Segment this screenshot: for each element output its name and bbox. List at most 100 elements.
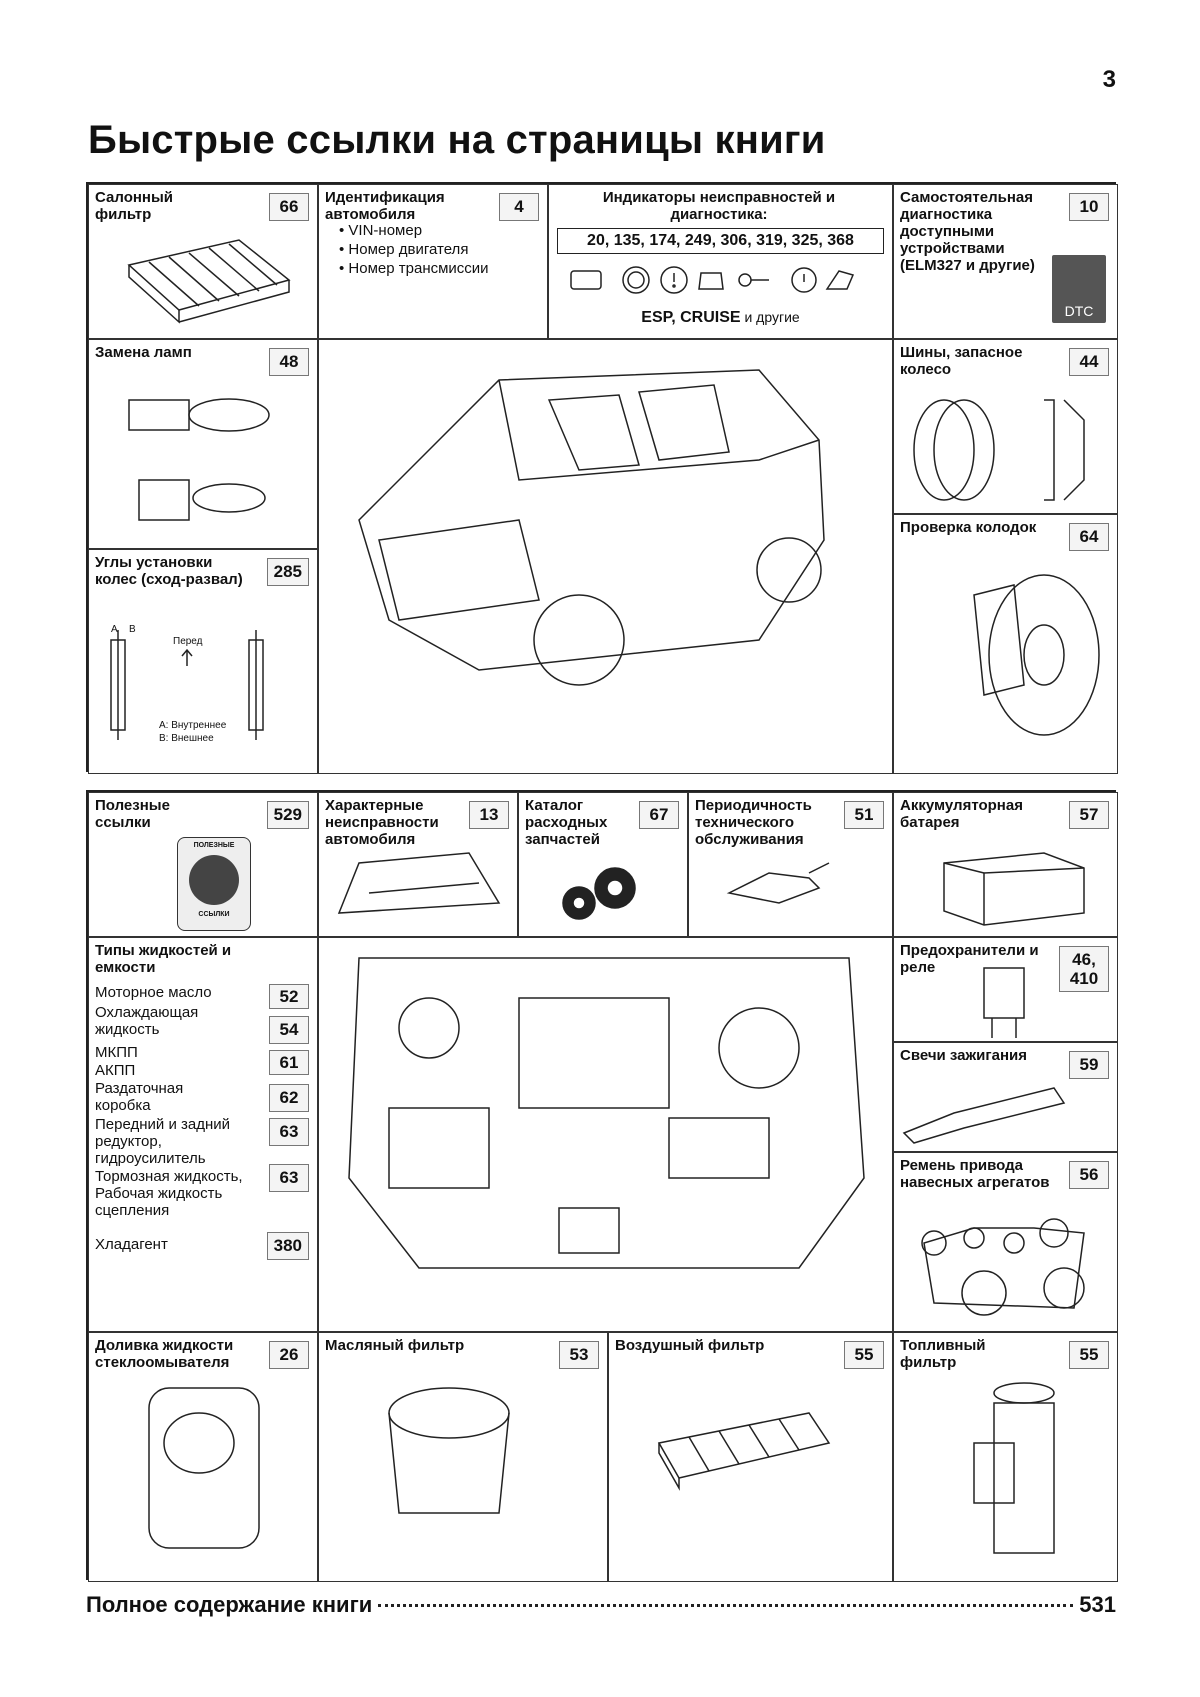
maintenance-label: Периодичность технического обслуживания (695, 797, 812, 848)
battery-page[interactable]: 57 (1069, 801, 1109, 829)
fluid-row-text: Охлаждающая жидкость (95, 1004, 199, 1038)
vehicle-id-item[interactable]: VIN-номер (339, 221, 489, 240)
fluid-row[interactable]: АКПП (95, 1062, 311, 1079)
fluid-row-page[interactable]: 52 (269, 984, 309, 1009)
engine-bay-illustration (348, 957, 865, 1269)
vehicle-id-cell[interactable]: Идентификация автомобиля 4 VIN-номер Ном… (318, 184, 548, 339)
lamps-page[interactable]: 48 (269, 348, 309, 376)
dtc-icon-text: DTC (1064, 303, 1094, 319)
washer-label: Доливка жидкости стеклоомывателя (95, 1337, 234, 1371)
fluid-row-page[interactable]: 54 (269, 1016, 309, 1044)
catalog-page[interactable]: 67 (639, 801, 679, 829)
oil-filter-page[interactable]: 53 (559, 1341, 599, 1369)
bottom-grid: Полезные ссылки 529 ПОЛЕЗНЫЕ ССЫЛКИ Хара… (86, 790, 1118, 1582)
fluid-row-page[interactable]: 62 (269, 1084, 309, 1112)
fluid-row-text: Раздаточная коробка (95, 1080, 184, 1114)
useful-links-page[interactable]: 529 (266, 801, 309, 829)
fuel-pump-illustration (973, 1382, 1055, 1554)
fluid-row[interactable]: Передний и задний редуктор, гидроусилите… (95, 1116, 245, 1167)
fluid-row-text: АКПП (95, 1062, 136, 1079)
battery-label: Аккумуляторная батарея (900, 797, 1023, 831)
top-grid: Салонный фильтр 66 Идентификация автомоб… (86, 182, 1118, 774)
washer-cell[interactable]: Доливка жидкости стеклоомывателя 26 (88, 1332, 318, 1582)
alignment-label: Углы установки колес (сход-развал) (95, 554, 243, 588)
fluid-row-text: МКПП (95, 1044, 138, 1061)
fluid-row[interactable]: Раздаточная коробка (95, 1080, 225, 1114)
characteristics-cell[interactable]: Характерные неисправности автомобиля 13 (318, 792, 518, 937)
vehicle-id-label: Идентификация автомобиля (325, 189, 445, 223)
fuse-illustration (983, 967, 1025, 1038)
self-diag-page[interactable]: 10 (1069, 193, 1109, 221)
pads-page[interactable]: 64 (1069, 523, 1109, 551)
fuel-filter-cell[interactable]: Топливный фильтр 55 (893, 1332, 1118, 1582)
fluid-row[interactable]: Тормозная жидкость, Рабочая жидкость сце… (95, 1168, 245, 1219)
useful-links-badge: ПОЛЕЗНЫЕ ССЫЛКИ (177, 837, 251, 931)
alignment-mark-b: В (129, 624, 136, 635)
lamps-label: Замена ламп (95, 344, 192, 361)
alignment-page[interactable]: 285 (266, 558, 309, 586)
cabin-filter-page[interactable]: 66 (269, 193, 309, 221)
fluid-row-page[interactable]: 63 (269, 1164, 309, 1192)
cabin-filter-label: Салонный фильтр (95, 189, 174, 223)
washer-reservoir-illustration (148, 1387, 260, 1549)
fuel-filter-page[interactable]: 55 (1069, 1341, 1109, 1369)
vehicle-id-page[interactable]: 4 (499, 193, 539, 221)
oil-filter-cell[interactable]: Масляный фильтр 53 (318, 1332, 608, 1582)
cabin-filter-cell[interactable]: Салонный фильтр 66 (88, 184, 318, 339)
fluid-row-page[interactable]: 61 (269, 1050, 309, 1075)
maintenance-page[interactable]: 51 (844, 801, 884, 829)
air-filter-label: Воздушный фильтр (615, 1337, 765, 1354)
fuses-page[interactable]: 46, 410 (1059, 946, 1109, 992)
indicator-page-codes[interactable]: 20, 135, 174, 249, 306, 319, 325, 368 (557, 228, 884, 254)
indicators-footer: ESP, CRUISE и другие (549, 309, 892, 327)
tires-page[interactable]: 44 (1069, 348, 1109, 376)
fluid-row-text: Тормозная жидкость, Рабочая жидкость сце… (95, 1168, 243, 1219)
pads-cell[interactable]: Проверка колодок 64 (893, 514, 1118, 774)
fluid-row-page[interactable]: 380 (266, 1232, 309, 1260)
fuel-filter-label: Топливный фильтр (900, 1337, 986, 1371)
plugs-cell[interactable]: Свечи зажигания 59 (893, 1042, 1118, 1152)
alignment-front: Перед (173, 636, 203, 647)
lamps-cell[interactable]: Замена ламп 48 (88, 339, 318, 549)
fluid-row[interactable]: Хладагент (95, 1236, 311, 1253)
spark-plug-illustration (902, 1087, 1066, 1144)
battery-illustration (943, 852, 1085, 926)
belt-page[interactable]: 56 (1069, 1161, 1109, 1189)
wrench-hand-icon (726, 862, 830, 904)
alignment-mark-a: А (111, 624, 118, 635)
air-filter-cell[interactable]: Воздушный фильтр 55 (608, 1332, 893, 1582)
indicators-footer-rest: и другие (740, 309, 800, 325)
fluid-row[interactable]: Охлаждающая жидкость (95, 1004, 225, 1038)
maintenance-cell[interactable]: Периодичность технического обслуживания … (688, 792, 893, 937)
indicators-footer-bold: ESP, CRUISE (641, 309, 741, 326)
self-diag-cell[interactable]: Самостоятельная диагностика доступными у… (893, 184, 1118, 339)
toc-link[interactable]: Полное содержание книги 531 (86, 1592, 1116, 1618)
fluid-row-page[interactable]: 63 (269, 1118, 309, 1146)
vehicle-id-item[interactable]: Номер трансмиссии (339, 259, 488, 278)
battery-cell[interactable]: Аккумуляторная батарея 57 (893, 792, 1118, 937)
toc-label: Полное содержание книги (86, 1592, 373, 1617)
catalog-cell[interactable]: Каталог расходных запчастей 67 (518, 792, 688, 937)
air-filter-page[interactable]: 55 (844, 1341, 884, 1369)
washer-page[interactable]: 26 (269, 1341, 309, 1369)
tires-cell[interactable]: Шины, запасное колесо 44 (893, 339, 1118, 514)
characteristics-label: Характерные неисправности автомобиля (325, 797, 439, 848)
characteristics-page[interactable]: 13 (469, 801, 509, 829)
engine-bay-cell (318, 937, 893, 1332)
useful-links-badge-top: ПОЛЕЗНЫЕ (193, 842, 235, 849)
cabin-filter-illustration (127, 239, 291, 324)
vehicle-id-item[interactable]: Номер двигателя (339, 240, 489, 259)
useful-links-cell[interactable]: Полезные ссылки 529 ПОЛЕЗНЫЕ ССЫЛКИ (88, 792, 318, 937)
fluid-row-text: Передний и задний редуктор, гидроусилите… (95, 1116, 230, 1167)
useful-links-label: Полезные ссылки (95, 797, 170, 831)
alignment-cell[interactable]: Углы установки колес (сход-развал) 285 А… (88, 549, 318, 774)
fuses-cell[interactable]: Предохранители и реле 46, 410 (893, 937, 1118, 1042)
hood-illustration (337, 852, 501, 914)
belt-cell[interactable]: Ремень привода навесных агрегатов 56 (893, 1152, 1118, 1332)
pads-label: Проверка колодок (900, 519, 1037, 536)
indicators-cell[interactable]: Индикаторы неисправностей и диагностика:… (548, 184, 893, 339)
plugs-page[interactable]: 59 (1069, 1051, 1109, 1079)
fluid-row[interactable]: МКПП 61 (95, 1044, 311, 1075)
